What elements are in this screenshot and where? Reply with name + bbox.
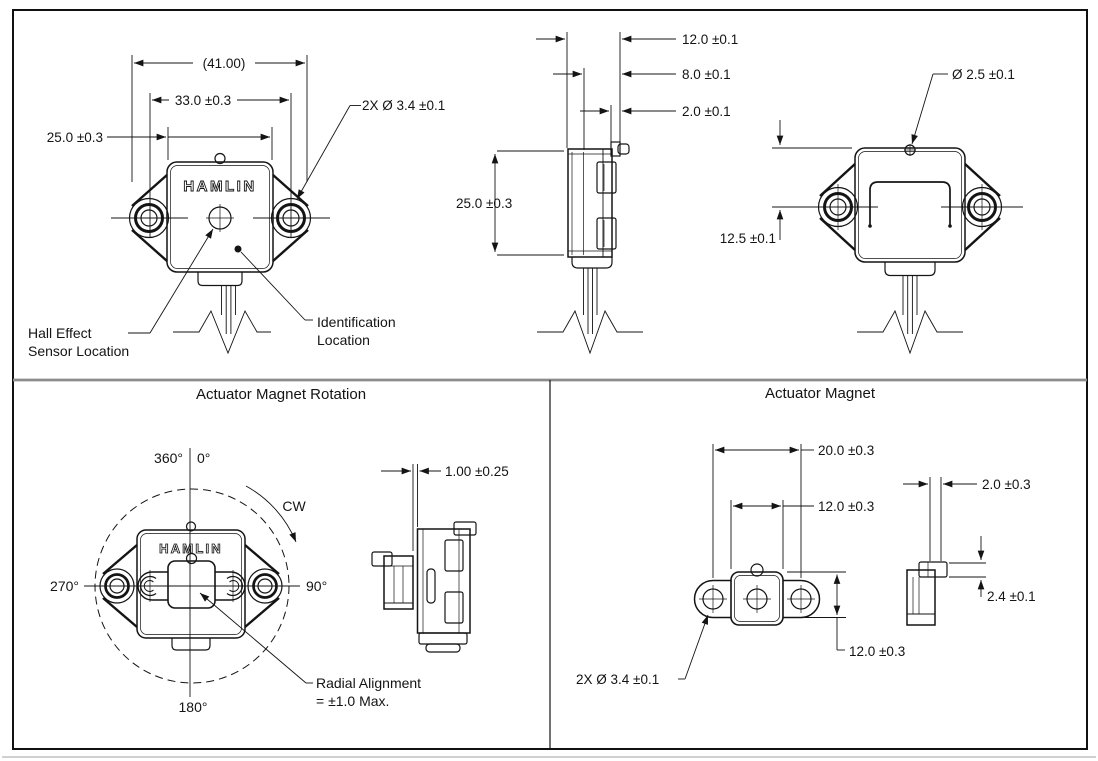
back-view: Ø 2.5 ±0.1 12.5 ±0.1 <box>720 67 1023 355</box>
recess-outline <box>869 181 951 225</box>
cw-rotation-arrow <box>245 485 297 543</box>
dim-height-side: 25.0 ±0.3 <box>456 150 564 256</box>
identification-callout: Identification Location <box>240 251 396 348</box>
cw-label: CW <box>282 498 306 514</box>
callout-top-hole: Ø 2.5 ±0.1 <box>911 67 1015 145</box>
dim-magnet-tab-height-label: 2.4 ±0.1 <box>987 589 1036 604</box>
wire-break-symbol <box>857 309 963 355</box>
callout-magnet-holes-label: 2X Ø 3.4 ±0.1 <box>576 672 659 687</box>
rotation-side-view <box>371 521 477 653</box>
wire-break-symbol <box>537 309 643 355</box>
dim-magnet-height-label: 12.0 ±0.3 <box>849 644 905 659</box>
rotation-panel-title: Actuator Magnet Rotation <box>196 386 366 403</box>
dim-step: 8.0 ±0.1 <box>553 67 731 82</box>
magnet-panel-title: Actuator Magnet <box>765 385 876 402</box>
callout-mounting-holes: 2X Ø 3.4 ±0.1 <box>296 98 445 200</box>
callout-mounting-holes-label: 2X Ø 3.4 ±0.1 <box>362 98 445 113</box>
rotation-panel: Actuator Magnet Rotation 360° 0° 270° 90… <box>50 386 509 715</box>
dim-hole-spacing-label: 33.0 ±0.3 <box>175 93 231 108</box>
angle-180-label: 180° <box>179 699 208 715</box>
dim-magnet-inner-width: 12.0 ±0.3 <box>730 499 874 569</box>
angle-0-label: 0° <box>197 450 210 466</box>
angle-90-label: 90° <box>306 578 327 594</box>
radial-alignment-line2: = ±1.0 Max. <box>316 693 389 709</box>
callout-top-hole-label: Ø 2.5 ±0.1 <box>952 67 1015 82</box>
dim-hole-offset-label: 12.5 ±0.1 <box>720 231 776 246</box>
dim-depth-label: 12.0 ±0.1 <box>682 32 738 47</box>
dim-height-side-label: 25.0 ±0.3 <box>456 196 512 211</box>
magnet-panel: Actuator Magnet 20.0 ±0.3 12.0 ±0.3 <box>576 385 1036 687</box>
dim-tab-label: 2.0 ±0.1 <box>682 104 731 119</box>
side-view-extension-lines <box>566 32 621 150</box>
dim-hole-spacing: 33.0 ±0.3 <box>151 93 290 108</box>
hall-sensor-callout: Hall Effect Sensor Location <box>28 228 214 359</box>
rotation-angle-marks: 360° 0° 270° 90° 180° CW <box>50 448 327 715</box>
magnet-side-view <box>906 561 948 626</box>
dim-overall-width-label: (41.00) <box>203 56 246 71</box>
dim-magnet-width: 20.0 ±0.3 <box>712 443 874 578</box>
rotation-magnet-overl​ay <box>137 552 246 609</box>
radial-alignment-line1: Radial Alignment <box>316 675 421 691</box>
brand-logo-front: HAMLIN <box>183 178 256 195</box>
dim-magnet-thickness: 2.0 ±0.3 <box>903 477 1031 561</box>
dim-overall-width: (41.00) <box>133 56 306 71</box>
sheet-frame <box>2 9 1096 758</box>
sensor-side-body <box>537 141 643 355</box>
dim-step-label: 8.0 ±0.1 <box>682 67 731 82</box>
front-view: (41.00) 33.0 ±0.3 25.0 ±0.3 2X Ø 3.4 ±0.… <box>28 55 445 359</box>
dim-magnet-height: 12.0 ±0.3 <box>787 571 905 659</box>
dim-magnet-inner-width-label: 12.0 ±0.3 <box>818 499 874 514</box>
angle-360-label: 360° <box>154 450 183 466</box>
radial-alignment-callout: Radial Alignment = ±1.0 Max. <box>199 592 421 709</box>
id-label-line2: Location <box>317 332 370 348</box>
hall-label-line1: Hall Effect <box>28 325 92 341</box>
sensor-front-body: HAMLIN <box>128 152 312 355</box>
rotation-path-circle <box>94 488 290 684</box>
angle-270-label: 270° <box>50 578 79 594</box>
dim-magnet-width-label: 20.0 ±0.3 <box>818 443 874 458</box>
dim-depth: 12.0 ±0.1 <box>536 32 738 47</box>
identification-dot <box>234 245 242 253</box>
front-view-extension-lines <box>111 55 330 238</box>
dim-tab: 2.0 ±0.1 <box>580 104 731 119</box>
dim-body-width-label: 25.0 ±0.3 <box>47 130 103 145</box>
side-view: 12.0 ±0.1 8.0 ±0.1 2.0 ±0.1 25.0 ±0.3 <box>456 32 738 355</box>
sensor-back-body <box>817 144 1023 355</box>
callout-magnet-holes: 2X Ø 3.4 ±0.1 <box>576 614 709 687</box>
dim-air-gap-label: 1.00 ±0.25 <box>445 464 509 479</box>
dim-air-gap: 1.00 ±0.25 <box>381 464 509 551</box>
id-label-line1: Identification <box>317 314 396 330</box>
brand-logo-rotation: HAMLIN <box>159 541 223 556</box>
dim-body-width: 25.0 ±0.3 <box>47 130 271 145</box>
magnet-front-view <box>693 563 821 626</box>
hall-label-line2: Sensor Location <box>28 343 129 359</box>
dim-magnet-tab-height: 2.4 ±0.1 <box>949 536 1036 604</box>
wire-break-symbol <box>173 309 271 355</box>
dim-magnet-thickness-label: 2.0 ±0.3 <box>982 477 1031 492</box>
